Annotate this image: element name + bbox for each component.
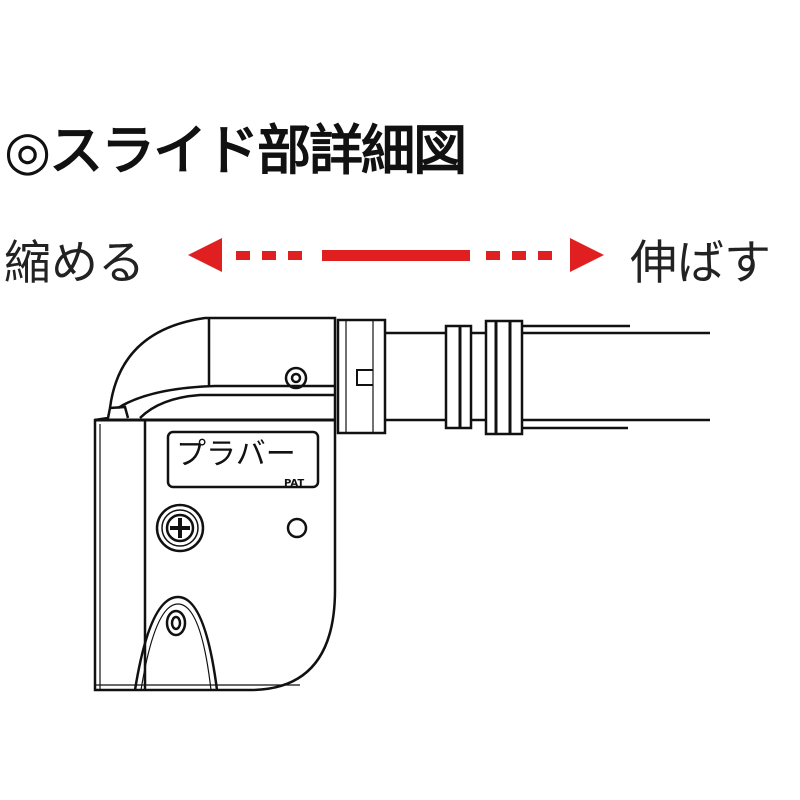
slide-joint-drawing <box>93 316 710 692</box>
patent-mark: PAT <box>284 478 304 489</box>
extend-label: 伸ばす <box>630 236 771 291</box>
page-title: ◎スライド部詳細図 <box>4 119 467 182</box>
double-arrow-icon <box>188 238 604 272</box>
brand-label: プラバー <box>176 437 296 472</box>
shrink-label: 縮める <box>4 236 145 291</box>
